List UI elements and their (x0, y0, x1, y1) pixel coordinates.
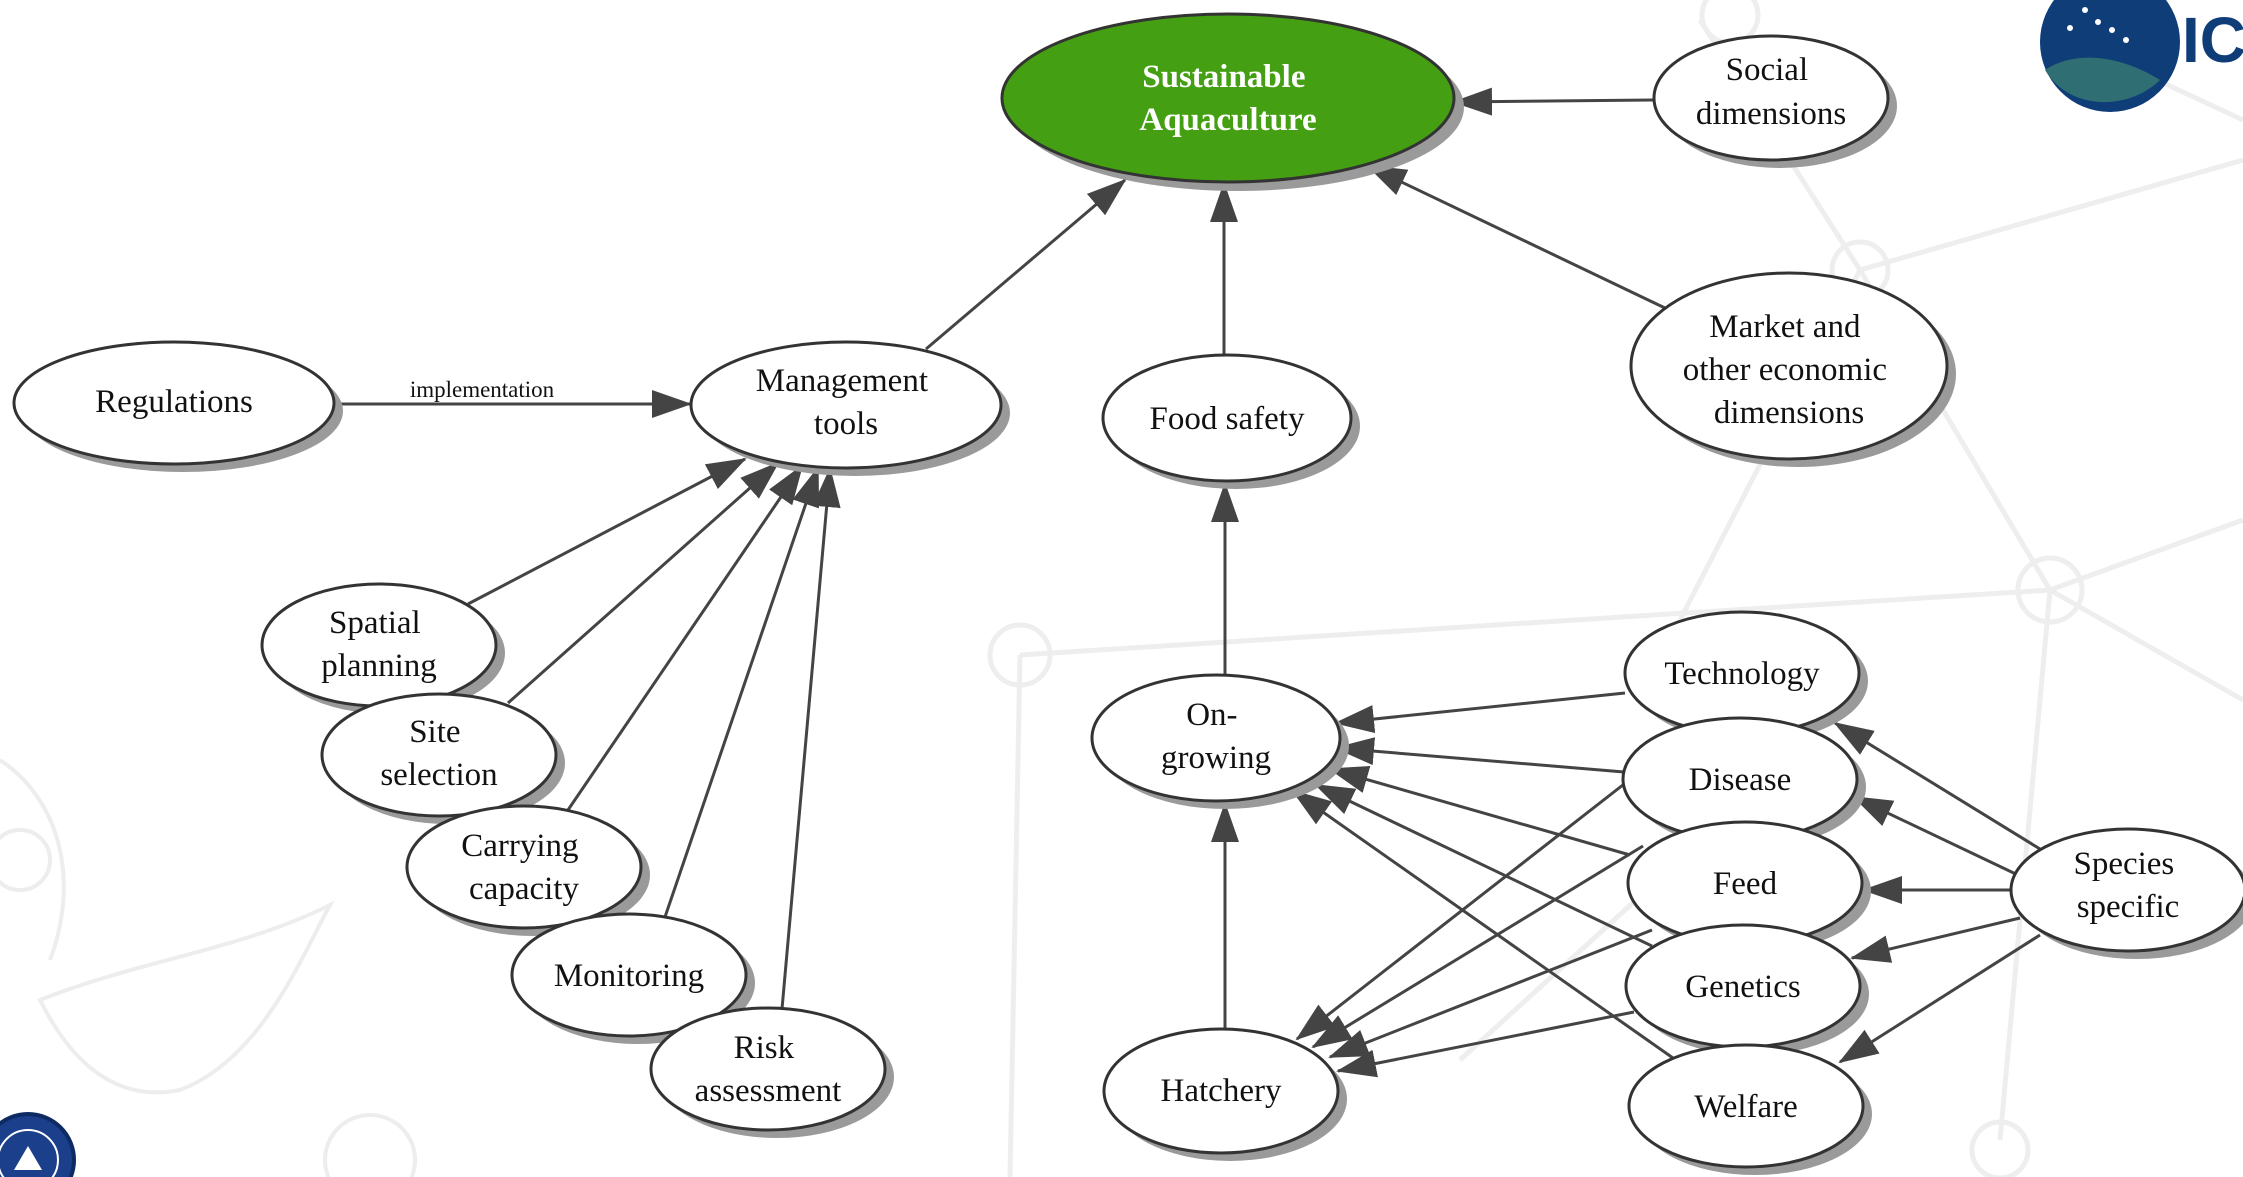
node-management-tools[interactable]: Management tools (689, 340, 1010, 476)
institute-seal (0, 1112, 76, 1177)
background-animal-sketch (0, 758, 417, 1177)
edge-spatial-to-management (467, 457, 747, 606)
svg-text:Spatial planning: Spatial planning (321, 605, 436, 684)
svg-text:Social dimensions: Social dimensions (1696, 52, 1846, 132)
node-label-assessment: assessment (695, 1073, 842, 1109)
svg-text:Technology: Technology (1664, 656, 1820, 692)
node-label-regulations: Regulations (95, 384, 253, 420)
node-label-species: Species (2073, 846, 2174, 882)
node-carrying-capacity[interactable]: Carrying capacity (405, 804, 650, 936)
node-label-selection: selection (380, 757, 497, 793)
edge-monitoring-to-management (663, 466, 820, 918)
svg-text:Food safety: Food safety (1150, 401, 1305, 437)
edge-species-to-disease (1852, 795, 2021, 878)
node-label-growing: growing (1161, 740, 1271, 776)
edge-labels-layer: implementation (410, 377, 555, 402)
ices-logo-wave (2045, 57, 2160, 103)
node-on-growing[interactable]: On- growing (1090, 673, 1349, 809)
node-label-genetics: Genetics (1685, 969, 1800, 1005)
svg-text:Feed: Feed (1713, 866, 1778, 902)
node-label-planning: planning (321, 648, 436, 684)
svg-text:Site selection: Site selection (380, 714, 497, 793)
edge-technology-to-ongrowing (1334, 691, 1626, 734)
edge-disease-to-ongrowing (1334, 737, 1625, 774)
node-label-sustainable: Sustainable (1142, 59, 1305, 95)
nodes-layer: Sustainable Aquaculture Social dimension… (12, 12, 2243, 1175)
node-regulations[interactable]: Regulations (12, 340, 343, 472)
edge-species-to-welfare (1838, 933, 2041, 1064)
svg-text:Disease: Disease (1689, 762, 1792, 798)
node-hatchery[interactable]: Hatchery (1102, 1027, 1347, 1161)
node-social-dimensions[interactable]: Social dimensions (1652, 34, 1897, 168)
node-label-social: Social (1726, 52, 1808, 88)
node-genetics[interactable]: Genetics (1624, 923, 1869, 1055)
node-label-aquaculture: Aquaculture (1139, 102, 1316, 138)
edge-genetics-to-hatchery (1328, 928, 1653, 1059)
edge-welfare-to-hatchery (1336, 1010, 1635, 1078)
node-welfare[interactable]: Welfare (1627, 1043, 1872, 1175)
node-label-disease: Disease (1689, 762, 1792, 798)
node-label-risk: Risk (734, 1030, 795, 1066)
svg-text:Welfare: Welfare (1694, 1089, 1798, 1125)
edge-management-to-root (925, 178, 1127, 351)
node-label-technology: Technology (1664, 656, 1820, 692)
edge-genetics-to-ongrowing (1314, 783, 1653, 948)
svg-text:Regulations: Regulations (95, 384, 253, 420)
node-label-feed: Feed (1713, 866, 1778, 902)
edges-layer (334, 87, 2041, 1078)
edge-market-to-root (1366, 164, 1666, 310)
edge-risk-to-management (780, 467, 841, 1010)
node-feed[interactable]: Feed (1626, 820, 1871, 952)
edge-site-to-management (507, 461, 780, 705)
node-label-food-safety: Food safety (1150, 401, 1305, 437)
svg-text:Market and other econo: Market and other economic dimensions (1683, 309, 1896, 431)
node-label-spatial: Spatial (329, 605, 421, 641)
node-disease[interactable]: Disease (1621, 716, 1866, 848)
node-label-hatchery: Hatchery (1161, 1073, 1282, 1109)
node-label-welfare: Welfare (1694, 1089, 1798, 1125)
edge-species-to-technology (1833, 721, 2041, 851)
node-label-tools: tools (814, 406, 878, 442)
node-species-specific[interactable]: Species specific (2009, 827, 2243, 959)
node-label-dimensions-2: dimensions (1714, 395, 1864, 431)
edge-label-implementation: implementation (410, 377, 555, 402)
svg-text:Hatchery: Hatchery (1161, 1073, 1282, 1109)
node-label-site: Site (409, 714, 460, 750)
node-label-dimensions: dimensions (1696, 96, 1846, 132)
node-label-other-economic: other economic (1683, 352, 1887, 388)
node-site-selection[interactable]: Site selection (320, 692, 565, 824)
ices-logo-text: ICES CIEM (2182, 4, 2243, 76)
svg-text:Genetics: Genetics (1685, 969, 1800, 1005)
node-monitoring[interactable]: Monitoring (510, 912, 755, 1044)
node-food-safety[interactable]: Food safety (1101, 353, 1360, 489)
svg-text:On- growing: On- growing (1161, 697, 1271, 776)
node-label-market-and: Market and (1709, 309, 1861, 345)
node-label-monitoring: Monitoring (554, 958, 704, 994)
node-label-management: Management (756, 363, 928, 399)
ices-logo: ICES CIEM (2040, 0, 2243, 112)
svg-text:Carrying capacity: Carrying capacity (461, 828, 587, 907)
edge-feed-to-hatchery (1311, 844, 1644, 1049)
svg-text:Management tools: Management tools (756, 363, 937, 442)
edge-welfare-to-ongrowing (1291, 789, 1674, 1060)
node-sustainable-aquaculture[interactable]: Sustainable Aquaculture (1000, 12, 1464, 191)
node-market-economic-dimensions[interactable]: Market and other economic dimensions (1629, 271, 1956, 467)
node-label-on: On- (1186, 697, 1237, 733)
svg-text:Risk assessment: Risk assessment (695, 1030, 842, 1109)
node-risk-assessment[interactable]: Risk assessment (649, 1006, 894, 1138)
svg-text:Species specific: Species specific (2073, 846, 2182, 925)
edge-disease-to-hatchery (1295, 772, 1638, 1041)
edge-species-to-genetics (1850, 916, 2021, 963)
svg-text:Sustainable Aquacultur: Sustainable Aquaculture (1139, 59, 1316, 138)
edge-feed-to-ongrowing (1328, 766, 1631, 857)
node-label-capacity: capacity (469, 871, 579, 907)
svg-text:Monitoring: Monitoring (554, 958, 704, 994)
node-technology[interactable]: Technology (1623, 610, 1868, 742)
node-label-carrying: Carrying (461, 828, 578, 864)
node-label-specific: specific (2077, 889, 2180, 925)
edge-carrying-to-management (566, 464, 804, 811)
edge-social-to-root (1452, 87, 1656, 116)
